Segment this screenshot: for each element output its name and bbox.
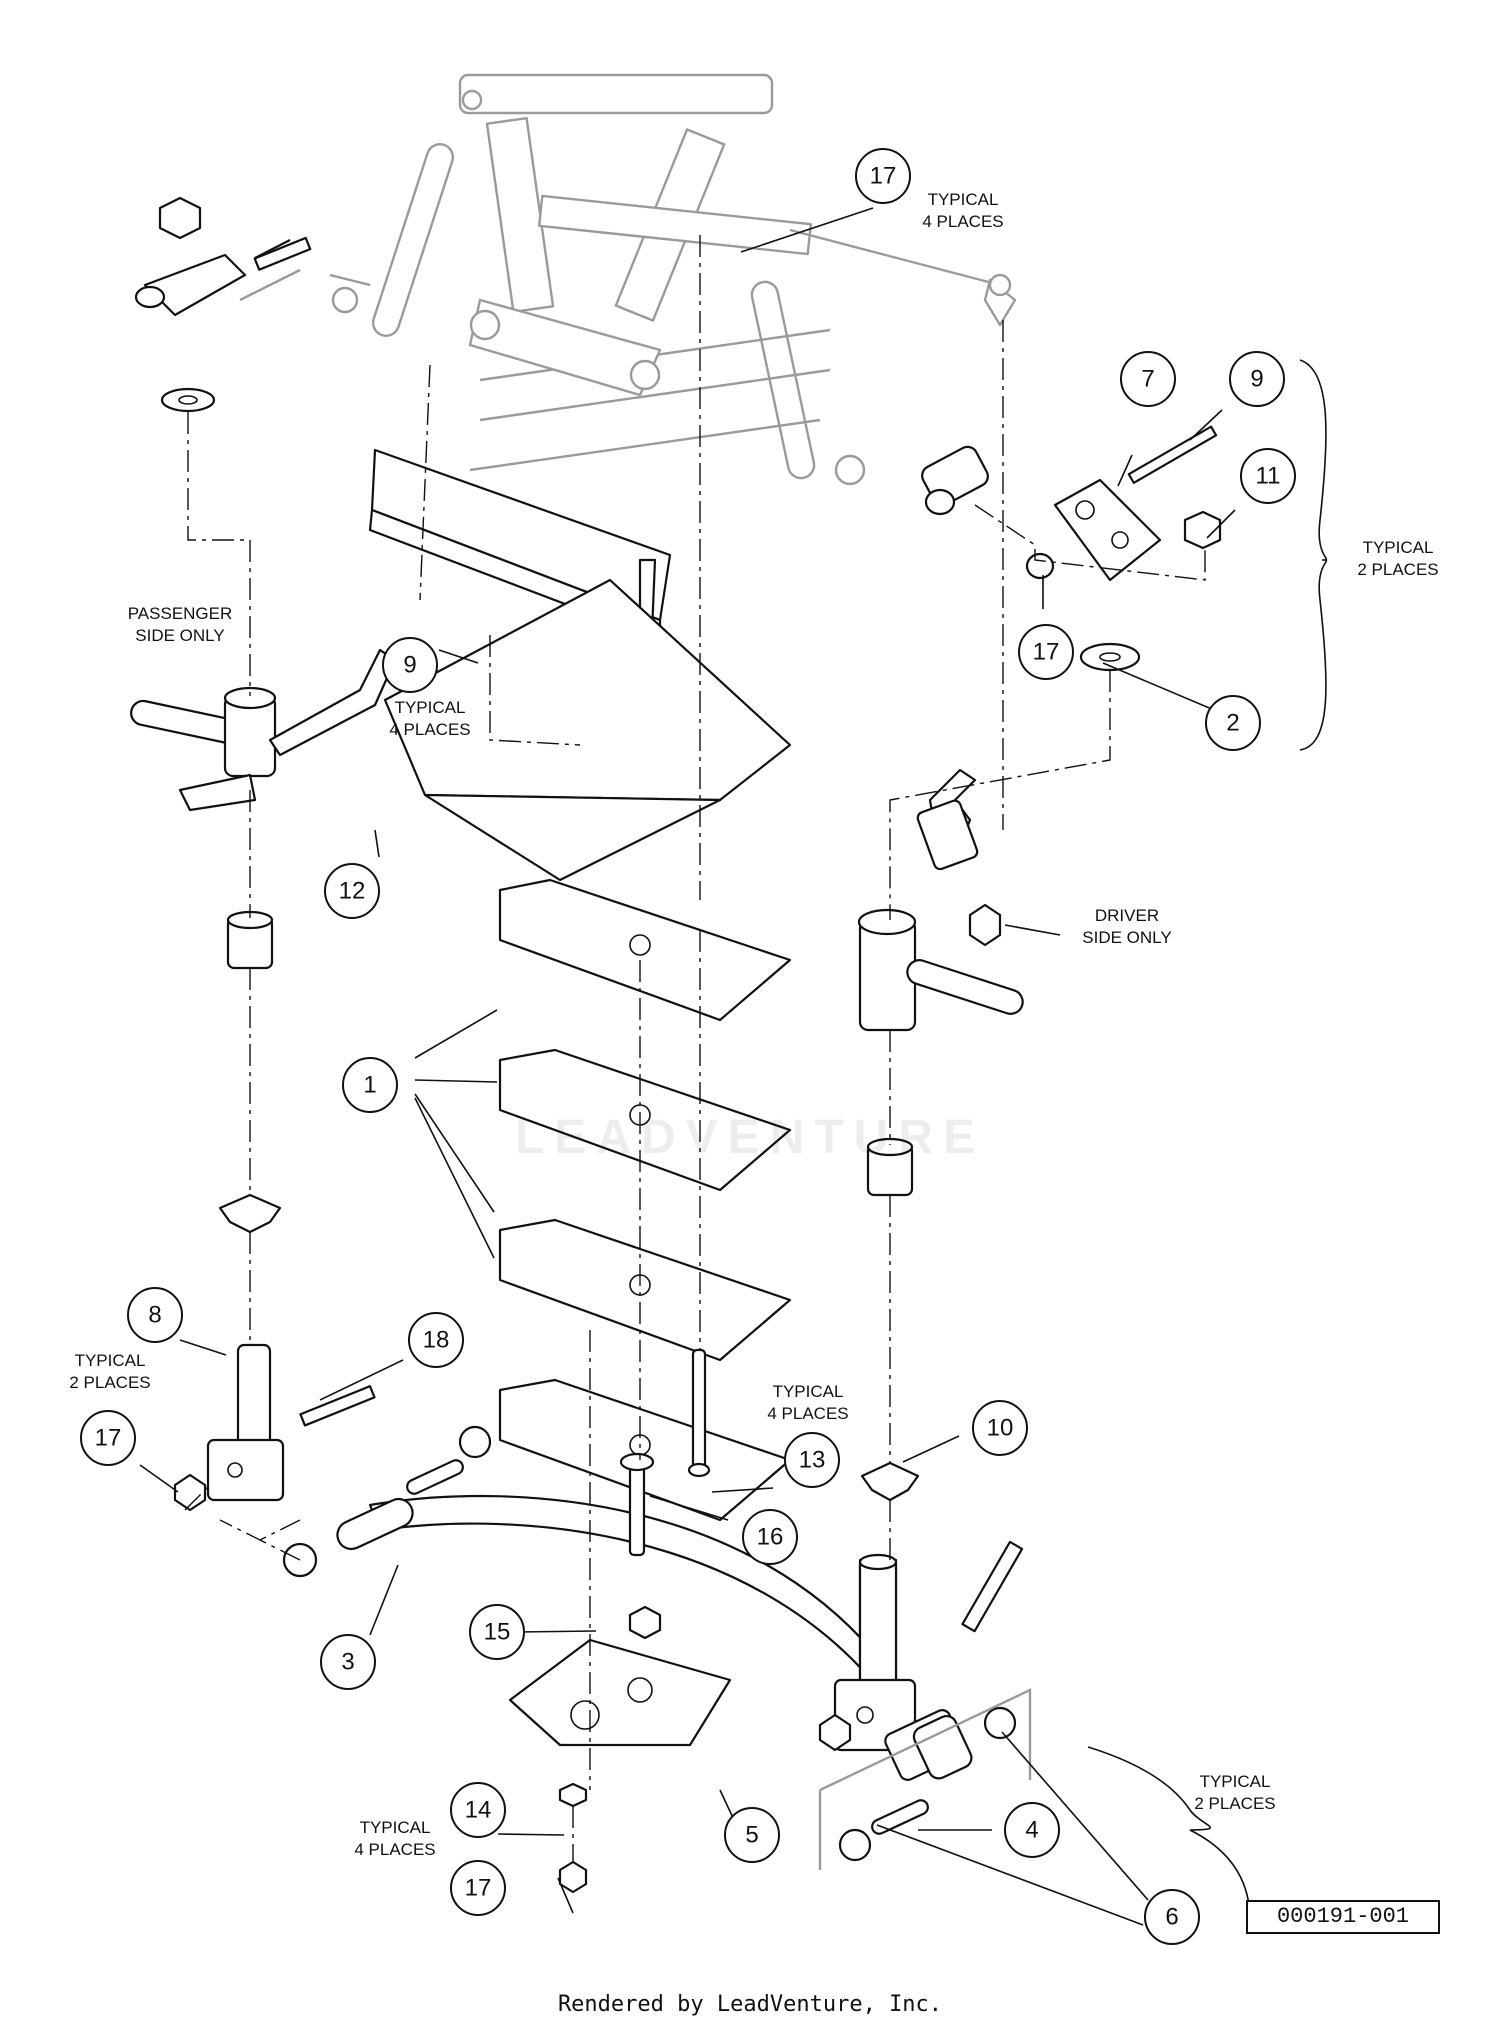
svg-text:TYPICAL: TYPICAL [1363, 538, 1434, 557]
callout-number: 14 [465, 1797, 492, 1824]
callout-number: 10 [987, 1415, 1014, 1442]
callout-number: 5 [745, 1822, 758, 1849]
note-typical-2-places-left: TYPICAL 2 PLACES [69, 1351, 150, 1392]
footer-credit: Rendered by LeadVenture, Inc. [557, 1992, 943, 2017]
callout-5: 5 [724, 1807, 780, 1863]
callout-17-bottom: 17 [450, 1860, 506, 1916]
callout-17-right: 17 [1018, 624, 1074, 680]
callout-number: 17 [465, 1875, 492, 1902]
callout-number: 15 [484, 1619, 511, 1646]
note-typical-4-places-bottom: TYPICAL 4 PLACES [354, 1818, 435, 1859]
callout-number: 17 [1033, 639, 1060, 666]
callout-number: 7 [1141, 366, 1154, 393]
note-typical-2-places-bottom: TYPICAL 2 PLACES [1194, 1772, 1275, 1813]
center-bolt-and-clamp [508, 1348, 732, 1894]
callout-12: 12 [324, 863, 380, 919]
callout-4: 4 [1004, 1802, 1060, 1858]
callout-10: 10 [972, 1400, 1028, 1456]
callout-18: 18 [408, 1312, 464, 1368]
callout-number: 16 [757, 1524, 784, 1551]
callout-number: 11 [1256, 463, 1281, 490]
group-bracket-bottom [1087, 1746, 1251, 1921]
callout-11: 11 [1240, 448, 1296, 504]
spindle-driver [857, 768, 1061, 1032]
leaf-spring-plates [383, 578, 792, 1522]
reference-number: 000191-001 [1246, 1900, 1440, 1934]
svg-text:2 PLACES: 2 PLACES [69, 1373, 150, 1392]
callout-7: 7 [1120, 351, 1176, 407]
note-typical-4-places-plate: TYPICAL 4 PLACES [389, 698, 470, 739]
callout-2: 2 [1205, 695, 1261, 751]
svg-text:4 PLACES: 4 PLACES [922, 212, 1003, 231]
callout-number: 17 [95, 1425, 122, 1452]
callout-number: 4 [1025, 1817, 1038, 1844]
callout-15: 15 [469, 1604, 525, 1660]
note-driver-side-only: DRIVER SIDE ONLY [1082, 906, 1171, 947]
svg-text:TYPICAL: TYPICAL [773, 1382, 844, 1401]
thrust-washers [218, 1193, 920, 1502]
svg-text:4 PLACES: 4 PLACES [354, 1840, 435, 1859]
callout-number: 17 [870, 163, 897, 190]
assembly-centerlines [184, 235, 1206, 1862]
right-kingpin-and-shackle [818, 1540, 1032, 1870]
callout-number: 13 [799, 1447, 826, 1474]
svg-text:TYPICAL: TYPICAL [360, 1818, 431, 1837]
callout-number: 18 [423, 1327, 450, 1354]
callout-13: 13 [784, 1432, 840, 1488]
note-typical-2-places-right: TYPICAL 2 PLACES [1357, 538, 1438, 579]
shock-mount-hardware-left [134, 196, 312, 413]
note-passenger-side-only: PASSENGER SIDE ONLY [128, 604, 233, 645]
callout-number: 9 [403, 652, 416, 679]
callout-number: 9 [1250, 366, 1263, 393]
callout-1: 1 [342, 1057, 398, 1113]
callout-17-left: 17 [80, 1410, 136, 1466]
callout-9-left: 9 [382, 637, 438, 693]
callout-number: 3 [341, 1649, 354, 1676]
svg-text:2 PLACES: 2 PLACES [1357, 560, 1438, 579]
leaf-spring-assembly [173, 1343, 882, 1692]
callout-number: 8 [148, 1302, 161, 1329]
svg-text:SIDE ONLY: SIDE ONLY [135, 626, 224, 645]
callout-leaders [139, 207, 1236, 1926]
group-bracket-right [1299, 359, 1328, 751]
svg-text:PASSENGER: PASSENGER [128, 604, 233, 623]
callout-17-top: 17 [855, 148, 911, 204]
svg-text:4 PLACES: 4 PLACES [767, 1404, 848, 1423]
callout-16: 16 [742, 1509, 798, 1565]
shock-mount-bracket-right [921, 425, 1222, 672]
callout-number: 1 [363, 1072, 376, 1099]
vehicle-frame [239, 73, 1017, 486]
callout-number: 2 [1226, 710, 1239, 737]
svg-text:4 PLACES: 4 PLACES [389, 720, 470, 739]
callout-3: 3 [320, 1634, 376, 1690]
spindle-passenger [130, 648, 397, 812]
callout-number: 12 [339, 878, 366, 905]
note-typical-4-places-top: TYPICAL 4 PLACES [922, 190, 1003, 231]
callout-6: 6 [1144, 1889, 1200, 1945]
svg-text:2 PLACES: 2 PLACES [1194, 1794, 1275, 1813]
callout-14: 14 [450, 1782, 506, 1838]
callout-9-right: 9 [1229, 351, 1285, 407]
svg-text:TYPICAL: TYPICAL [1200, 1772, 1271, 1791]
svg-text:TYPICAL: TYPICAL [395, 698, 466, 717]
svg-text:TYPICAL: TYPICAL [928, 190, 999, 209]
callout-number: 6 [1165, 1904, 1178, 1931]
callout-8: 8 [127, 1287, 183, 1343]
svg-text:TYPICAL: TYPICAL [75, 1351, 146, 1370]
note-typical-4-places-bolts: TYPICAL 4 PLACES [767, 1382, 848, 1423]
svg-text:SIDE ONLY: SIDE ONLY [1082, 928, 1171, 947]
svg-text:DRIVER: DRIVER [1095, 906, 1159, 925]
